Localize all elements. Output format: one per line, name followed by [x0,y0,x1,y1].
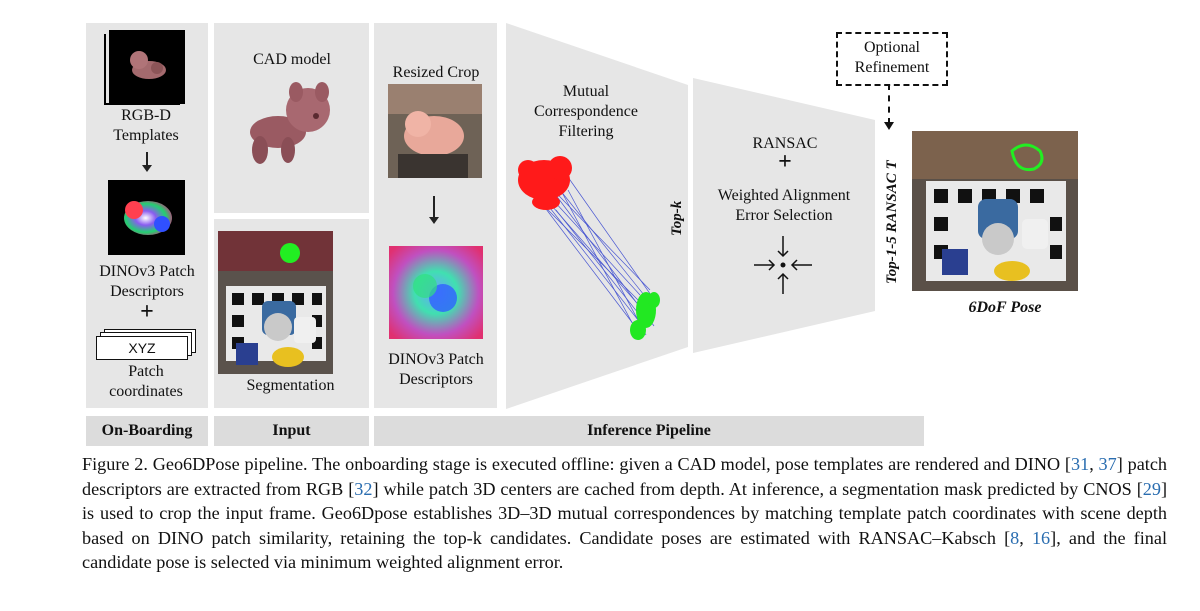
refinement-dashed-arrow [888,84,890,124]
cad-model-label: CAD model [253,51,331,68]
figure-caption: Figure 2. Geo6DPose pipeline. The onboar… [82,454,1167,572]
xyz-label: XYZ [96,336,188,360]
dino-descriptor-image [108,180,185,255]
weighted-alignment-label: Weighted Alignment Error Selection [717,187,851,224]
citation-link[interactable]: 37 [1098,454,1117,474]
filtering-label: Mutual Correspondence Filtering [534,83,638,140]
inference-section-label: Inference Pipeline [374,416,924,446]
optional-refinement-label: Optional Refinement [854,39,930,76]
top15-label: Top-1-5 RANSAC T [884,160,900,284]
citation-link[interactable]: 16 [1031,527,1051,548]
cad-model-image [230,70,350,175]
rgbd-template-image [109,30,185,104]
onboarding-descriptors-label: DINOv3 Patch Descriptors [99,263,195,300]
optional-refinement-box [836,32,948,86]
citation-link[interactable]: 8 [1010,527,1020,548]
segmentation-label: Segmentation [246,377,335,394]
ransac-trapezoid [693,78,875,353]
correspondence-plot [518,156,660,340]
topk-label: Top-k [669,200,685,236]
patch-coordinates-label: Patch coordinates [109,363,183,400]
citation-link[interactable]: 32 [354,478,373,499]
citation-link[interactable]: 29 [1142,478,1161,499]
crop-descriptors-label: DINOv3 Patch Descriptors [388,351,484,388]
segmentation-image [218,231,333,374]
xyz-stack: XYZ [96,329,196,362]
resized-crop-image [388,84,482,178]
onboarding-section-label: On-Boarding [86,416,208,446]
pose-result-image [912,131,1078,291]
arrow-down-icon [142,152,152,172]
plus-icon: + [140,299,154,325]
ransac-label: RANSAC [752,135,818,152]
pose-label: 6DoF Pose [968,299,1042,316]
resized-crop-label: Resized Crop [392,64,480,81]
citation-link[interactable]: 31 [1071,454,1090,474]
crop-descriptor-image [389,246,483,339]
plus-icon: + [778,149,792,175]
arrow-down-icon [429,196,439,224]
templates-label: RGB-D Templates [113,107,179,144]
converge-icon [754,236,812,294]
input-section-label: Input [214,416,369,446]
